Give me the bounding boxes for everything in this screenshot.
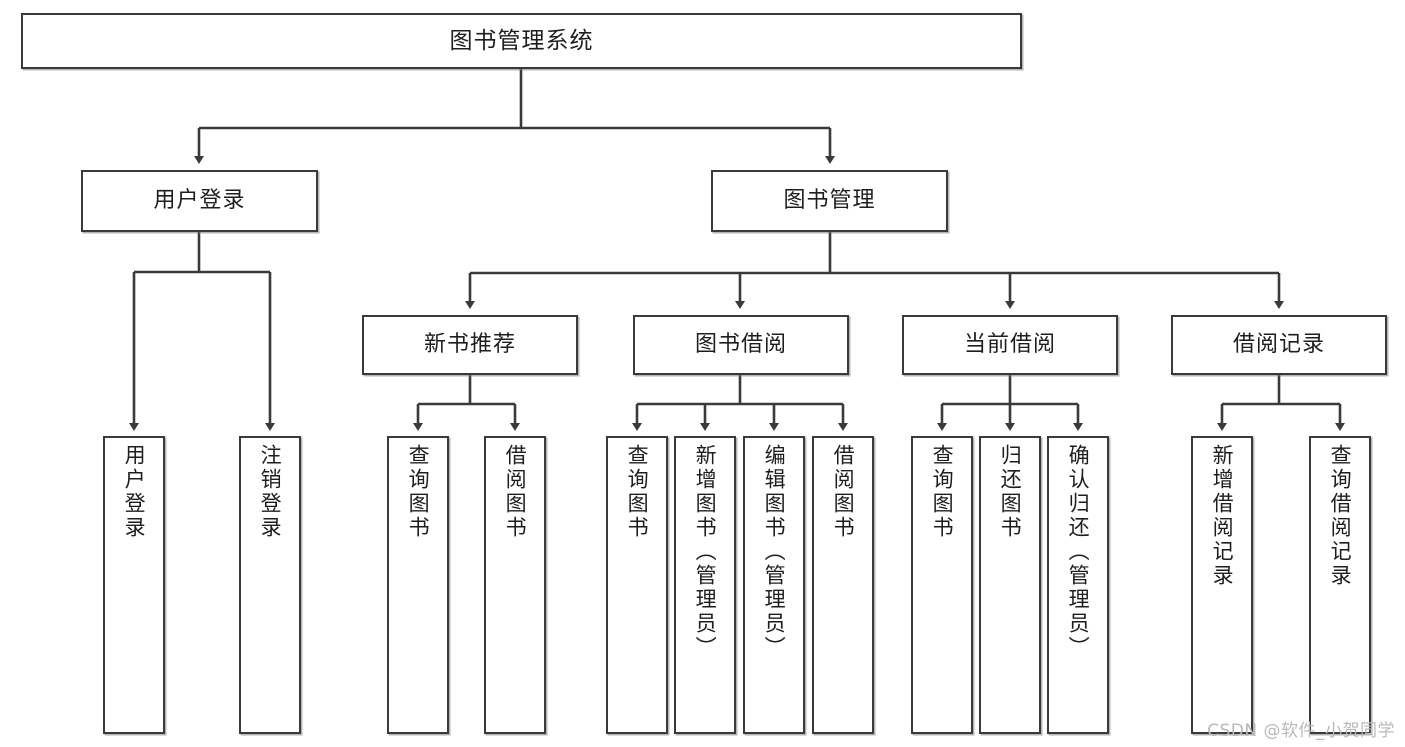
node-book-borrow-label: 图书借阅 xyxy=(694,332,787,358)
node-current-borrow-label: 当前借阅 xyxy=(963,332,1056,358)
leaf-label: 借阅图书 xyxy=(503,444,528,540)
node-current-borrow[interactable]: 当前借阅 xyxy=(902,315,1118,375)
leaf-borrow-record-query[interactable]: 查询借阅记录 xyxy=(1309,436,1371,734)
leaf-new-book-query[interactable]: 查询图书 xyxy=(387,436,449,734)
node-borrow-record-label: 借阅记录 xyxy=(1232,332,1325,358)
leaf-current-borrow-return[interactable]: 归还图书 xyxy=(979,436,1041,734)
leaf-label: 查询图书 xyxy=(625,444,650,540)
leaf-new-book-borrow[interactable]: 借阅图书 xyxy=(484,436,546,734)
leaf-label: 新增图书（管理员） xyxy=(693,444,718,660)
node-new-book-recommend-label: 新书推荐 xyxy=(423,332,516,358)
node-book-borrow[interactable]: 图书借阅 xyxy=(633,315,849,375)
leaf-label: 编辑图书（管理员） xyxy=(762,444,787,660)
leaf-label: 新增借阅记录 xyxy=(1210,444,1235,588)
leaf-current-borrow-query[interactable]: 查询图书 xyxy=(911,436,973,734)
leaf-book-borrow-query[interactable]: 查询图书 xyxy=(606,436,668,734)
node-root[interactable]: 图书管理系统 xyxy=(21,13,1022,69)
node-root-label: 图书管理系统 xyxy=(449,27,594,54)
leaf-label: 用户登录 xyxy=(122,444,147,540)
leaf-book-borrow-add[interactable]: 新增图书（管理员） xyxy=(674,436,736,734)
leaf-label: 借阅图书 xyxy=(831,444,856,540)
leaf-book-borrow-edit[interactable]: 编辑图书（管理员） xyxy=(743,436,805,734)
node-book-management-label: 图书管理 xyxy=(783,188,876,214)
leaf-label: 注销登录 xyxy=(258,444,283,540)
leaf-label: 查询借阅记录 xyxy=(1328,444,1353,588)
watermark: CSDN @软件_小贺同学 xyxy=(1207,721,1395,741)
leaf-label: 归还图书 xyxy=(998,444,1023,540)
leaf-label: 查询图书 xyxy=(930,444,955,540)
leaf-label: 确认归还（管理员） xyxy=(1066,444,1091,660)
leaf-user-login-signout[interactable]: 注销登录 xyxy=(239,436,301,734)
node-user-login[interactable]: 用户登录 xyxy=(81,170,318,232)
leaf-user-login-signin[interactable]: 用户登录 xyxy=(103,436,165,734)
node-new-book-recommend[interactable]: 新书推荐 xyxy=(362,315,578,375)
node-user-login-label: 用户登录 xyxy=(153,188,246,214)
node-borrow-record[interactable]: 借阅记录 xyxy=(1171,315,1387,375)
leaf-label: 查询图书 xyxy=(406,444,431,540)
leaf-current-borrow-confirm-return[interactable]: 确认归还（管理员） xyxy=(1047,436,1109,734)
leaf-borrow-record-add[interactable]: 新增借阅记录 xyxy=(1191,436,1253,734)
node-book-management[interactable]: 图书管理 xyxy=(711,170,948,232)
leaf-book-borrow-borrow[interactable]: 借阅图书 xyxy=(812,436,874,734)
